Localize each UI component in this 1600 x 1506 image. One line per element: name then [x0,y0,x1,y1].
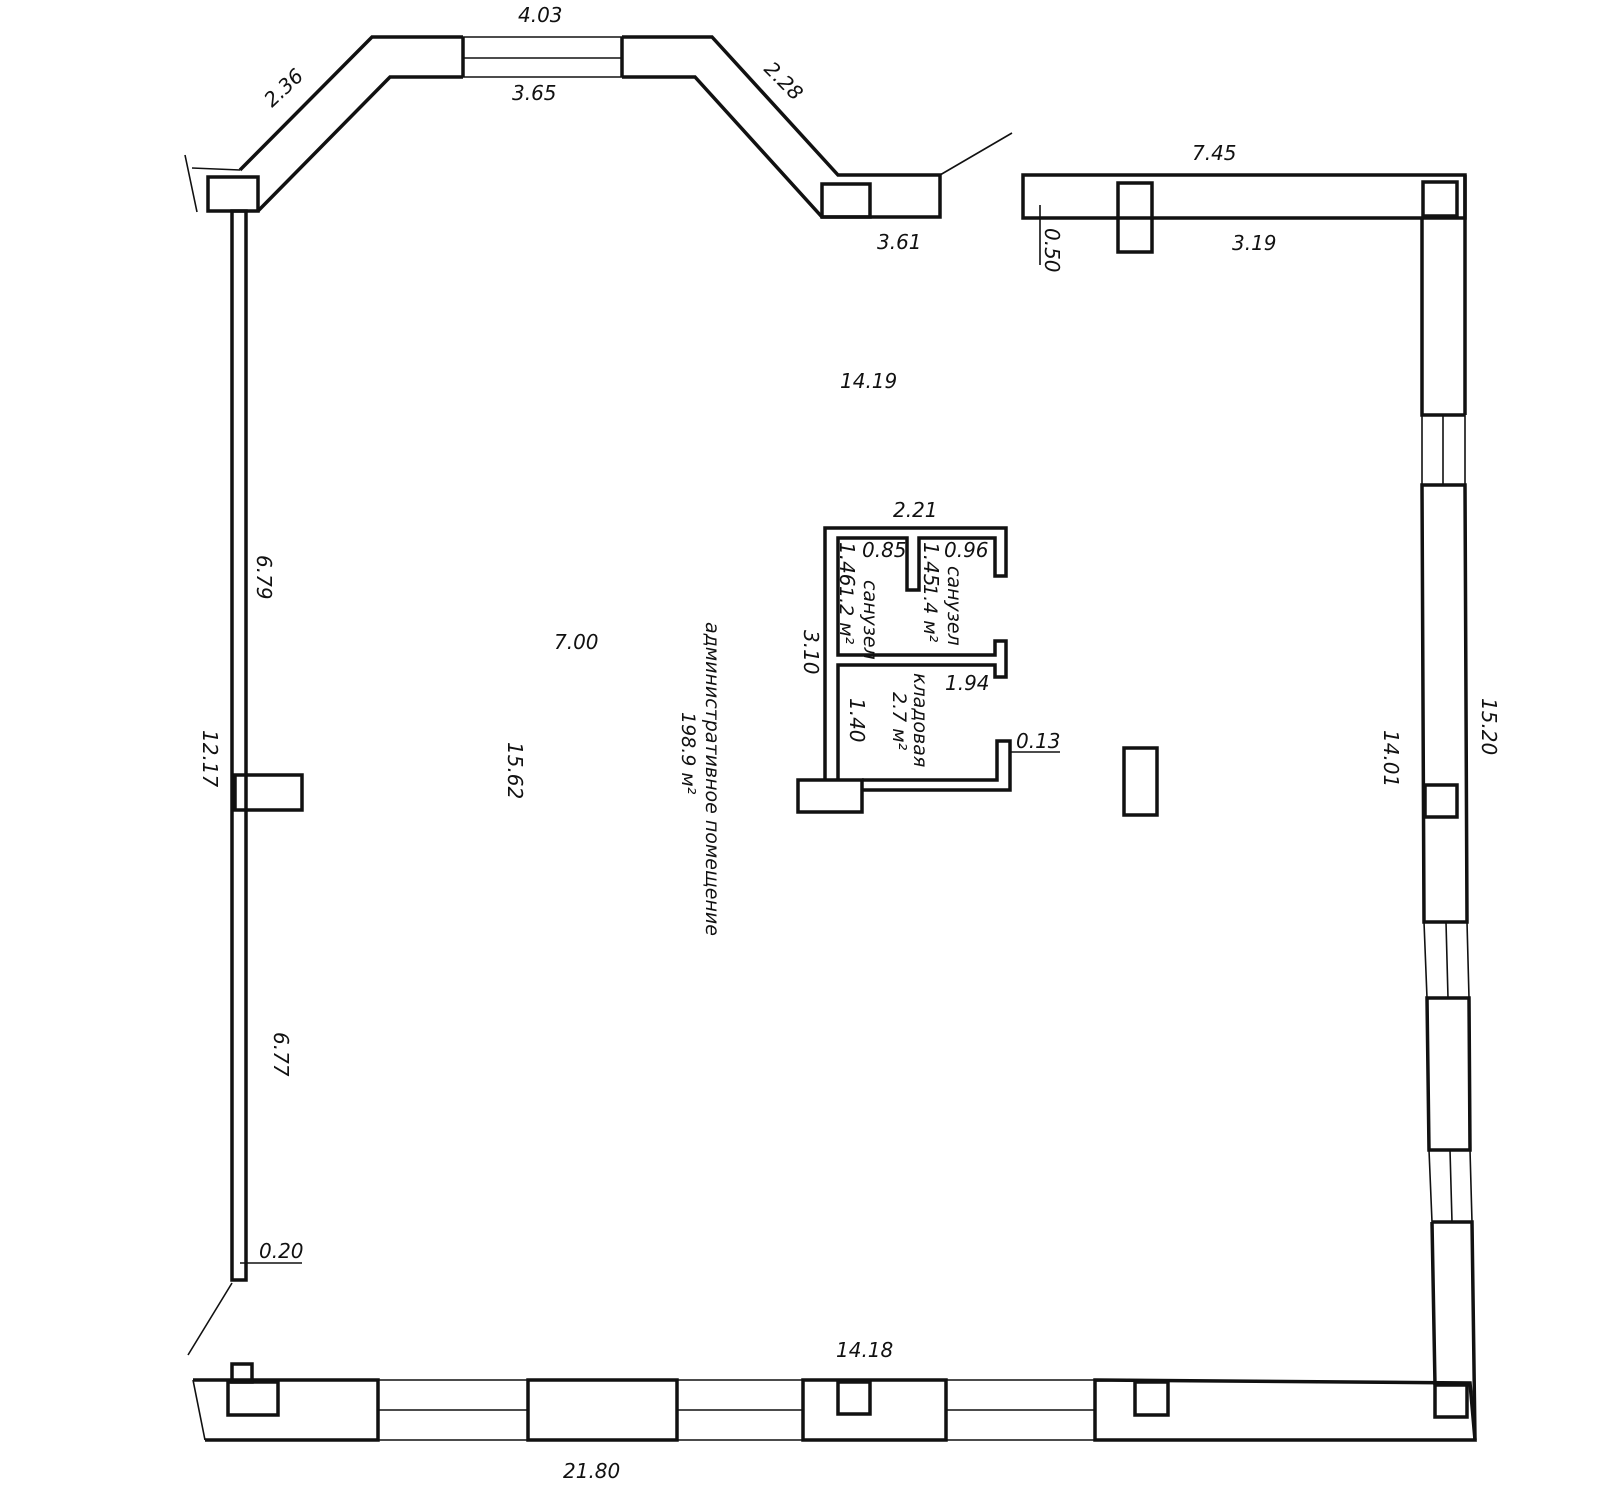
dim-wc1-length: 1.46 [835,542,859,587]
dim-pier: 0.50 [1040,228,1064,273]
window-right [1421,415,1473,1223]
storage-area: 2.7 м² [888,692,910,751]
dim-core-side: 3.10 [799,630,823,675]
dim-top-bay-outer: 4.03 [518,3,563,27]
leader-line [184,132,1041,1356]
dim-top-bay-inner: 3.65 [512,81,557,105]
storage-name: кладовая [909,673,931,767]
wc1-area: 1.2 м² [835,586,857,645]
dim-mid-width: 7.00 [554,630,599,654]
dim-wall-small: 0.13 [1016,729,1061,753]
dim-top-mid: 3.61 [877,230,922,254]
main-room-name: административное помещение [701,622,723,936]
wall-left [230,209,248,1282]
dim-wc2-width: 0.96 [944,538,989,562]
dim-bottom-inner: 14.18 [836,1338,893,1362]
dim-storage-length: 1.94 [945,671,990,695]
wc1-name: санузел [859,580,881,660]
wall-right [1420,175,1477,1441]
pillar [1433,1383,1469,1419]
dim-left-diag: 2.36 [259,64,308,112]
walls [184,35,1477,1442]
dim-wc2-length: 1.45 [919,542,943,587]
pillar [1122,746,1159,817]
wc2-name: санузел [943,566,965,646]
pillar [1116,181,1154,254]
core-walls [823,526,1012,792]
dim-wc1-width: 0.85 [862,538,907,562]
wc2-area: 1.4 м² [919,584,941,643]
pillar [1421,180,1459,218]
pillar [1423,783,1459,819]
dim-left-upper: 6.79 [252,555,276,600]
dim-left-wall: 0.20 [259,1239,304,1263]
pillar [1133,1380,1170,1417]
pillar [820,182,872,219]
wall-top-left-bay [238,35,465,213]
pillar [233,773,304,812]
dim-inner-span: 14.19 [840,369,897,393]
dimension-labels: 4.03 3.65 2.36 2.28 3.61 7.45 3.19 0.50 … [198,3,1501,1483]
dim-right-outer: 15.20 [1477,698,1501,755]
pillar [226,1380,280,1417]
pillar [230,1362,254,1384]
main-room-area: 198.9 м² [677,712,699,795]
pillar [796,778,864,814]
pillar [836,1380,872,1416]
dim-inner-depth: 15.62 [503,742,527,799]
pillar [206,175,260,213]
dim-right-inner: 14.01 [1379,730,1403,787]
wall-top-right-bay [620,35,942,219]
dim-left-lower: 6.77 [269,1032,293,1077]
wall-top-right [1021,173,1467,220]
dim-bottom-outer: 21.80 [563,1459,620,1483]
dim-top-right-inner: 3.19 [1232,231,1277,255]
dim-top-right: 7.45 [1192,141,1237,165]
window-bottom [192,1379,1095,1441]
dim-core-top: 2.21 [893,498,938,522]
window-top [463,36,622,78]
dim-left-total: 12.17 [198,730,222,788]
dim-storage-width: 1.40 [845,698,869,743]
